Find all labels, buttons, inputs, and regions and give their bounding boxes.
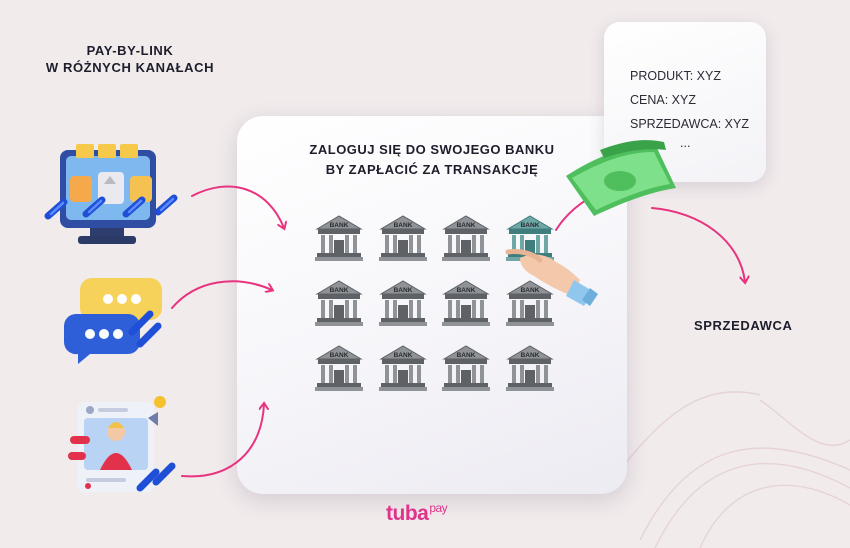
bank-icon[interactable]: BANK (377, 278, 429, 328)
product-line: PRODUKT: XYZ (630, 69, 721, 83)
bank-label: BANK (330, 222, 349, 229)
bank-label: BANK (330, 352, 349, 359)
bank-icon[interactable]: BANK (377, 213, 429, 263)
bank-label: BANK (393, 287, 412, 294)
heading-line-2: W RÓŻNYCH KANAŁACH (45, 60, 215, 75)
panel-title: ZALOGUJ SIĘ DO SWOJEGO BANKU BY ZAPŁACIĆ… (237, 140, 627, 180)
bank-icon[interactable]: BANK (313, 278, 365, 328)
bank-label: BANK (393, 222, 412, 229)
bank-label: BANK (520, 352, 539, 359)
social-media-post-icon (68, 396, 176, 492)
bank-icon[interactable]: BANK (440, 278, 492, 328)
more-line: ... (680, 136, 691, 150)
bank-label: BANK (520, 287, 539, 294)
heading-line-1: PAY-BY-LINK (86, 43, 174, 58)
bank-icon[interactable]: BANK (440, 343, 492, 393)
panel-title-line-2: BY ZAPŁACIĆ ZA TRANSAKCJĘ (325, 162, 539, 177)
bank-label: BANK (457, 352, 476, 359)
panel-title-line-1: ZALOGUJ SIĘ DO SWOJEGO BANKU (309, 142, 555, 157)
transaction-details-card: PRODUKT: XYZ CENA: XYZ SPRZEDAWCA: XYZ .… (604, 22, 766, 182)
bank-icon[interactable]: BANK (504, 343, 556, 393)
bank-label: BANK (393, 352, 412, 359)
price-line: CENA: XYZ (630, 93, 696, 107)
seller-line: SPRZEDAWCA: XYZ (630, 117, 749, 131)
bank-icon[interactable]: BANK (313, 213, 365, 263)
chat-bubbles-icon (63, 278, 162, 364)
bank-label: BANK (457, 287, 476, 294)
bank-label: BANK (330, 287, 349, 294)
tubapay-logo: tubapay (386, 501, 448, 526)
seller-label: SPRZEDAWCA (694, 318, 793, 333)
bank-selection-panel: ZALOGUJ SIĘ DO SWOJEGO BANKU BY ZAPŁACIĆ… (237, 116, 627, 494)
online-shop-icon (44, 144, 178, 244)
bank-label: BANK (457, 222, 476, 229)
bank-label: BANK (520, 222, 539, 229)
bank-icon[interactable]: BANK (504, 278, 556, 328)
bank-icon-selected[interactable]: BANK (504, 213, 556, 263)
bank-icon[interactable]: BANK (377, 343, 429, 393)
bank-icon[interactable]: BANK (440, 213, 492, 263)
logo-main: tuba (386, 502, 429, 525)
bank-icon[interactable]: BANK (313, 343, 365, 393)
logo-sub: pay (429, 501, 448, 515)
channels-heading: PAY-BY-LINK W RÓŻNYCH KANAŁACH (0, 42, 260, 76)
